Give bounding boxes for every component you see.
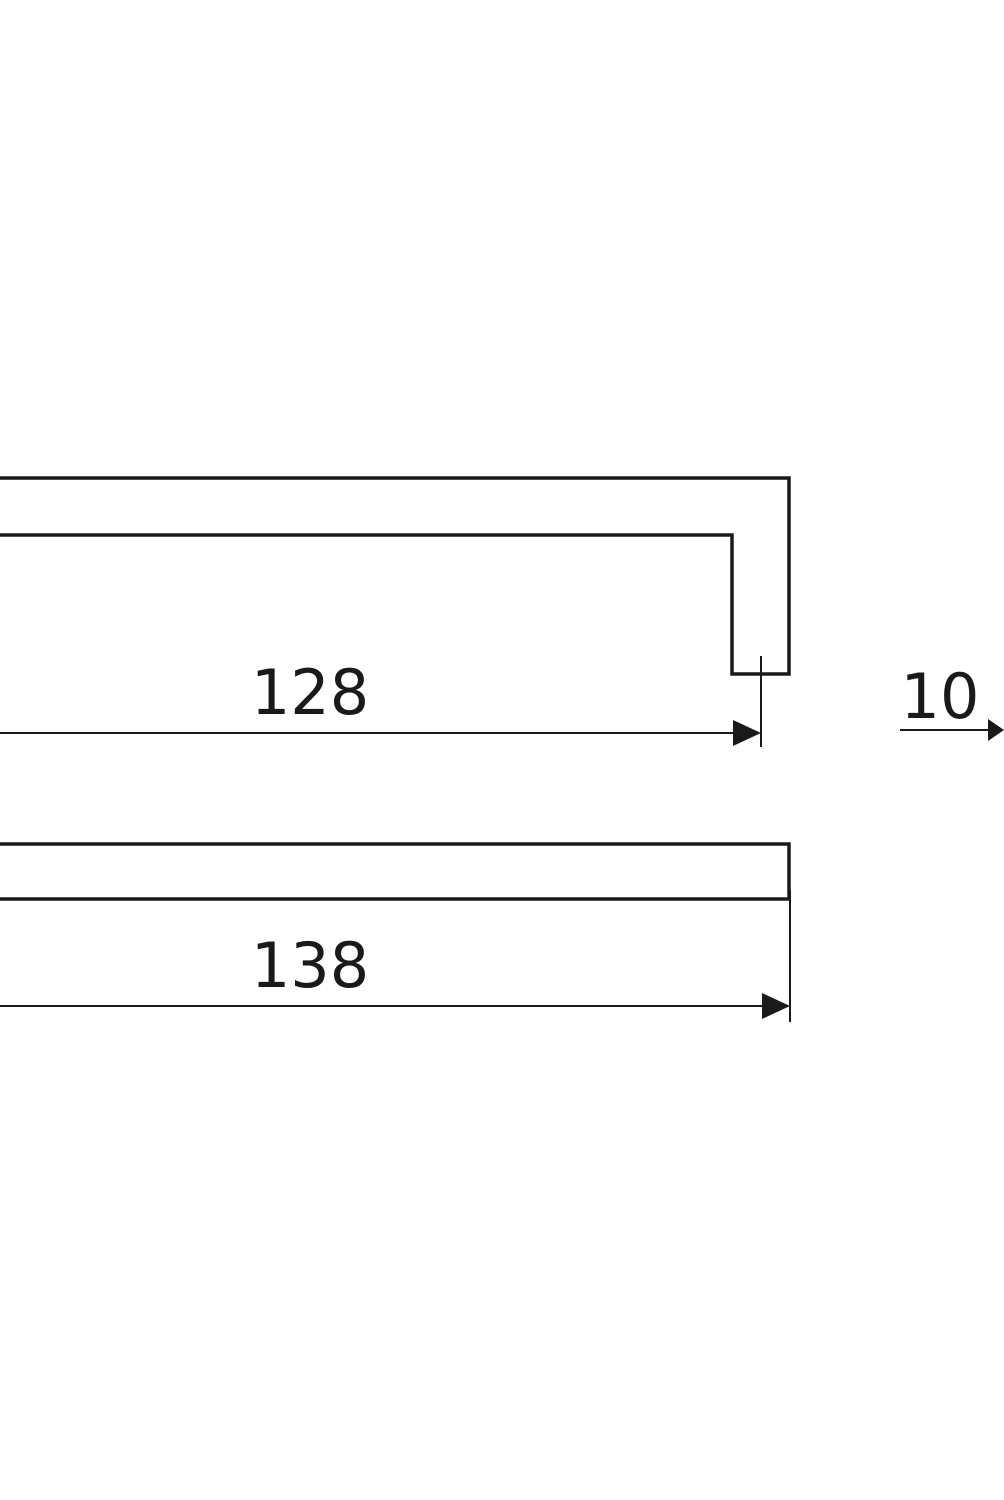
arrowhead-10 — [988, 719, 1004, 741]
dimension-label-128: 128 — [251, 656, 369, 729]
dimension-10: 10 — [900, 660, 1004, 741]
dimension-label-10: 10 — [901, 660, 980, 733]
dimension-128: 128 — [0, 656, 762, 747]
handle-side-outline — [0, 842, 791, 901]
handle-side-view — [0, 842, 791, 901]
dimension-138: 138 — [0, 890, 791, 1022]
arrowhead-138 — [762, 993, 790, 1019]
handle-outer-outline — [0, 476, 791, 676]
dimension-label-138: 138 — [251, 929, 369, 1002]
handle-top-view — [0, 476, 791, 676]
arrowhead-128 — [733, 720, 761, 746]
